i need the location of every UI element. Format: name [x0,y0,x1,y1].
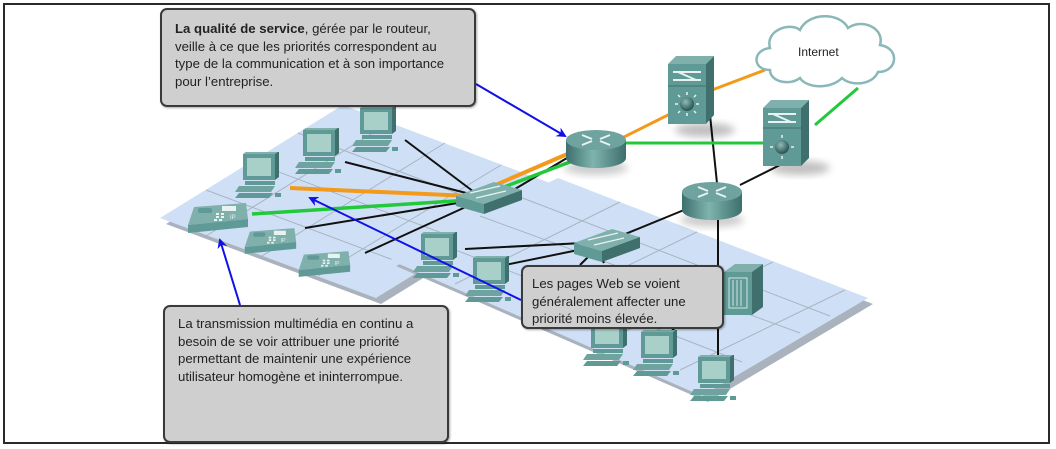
switch-arrows-icon [587,232,625,246]
internet-cloud: Internet [755,15,896,88]
callout-qos-bold: La qualité de service [175,21,305,36]
callout-multimedia: La transmission multimédia en continu a … [163,305,449,443]
multilayer-switch-1 [668,56,735,137]
callout-multimedia-text: La transmission multimédia en continu a … [178,316,414,384]
arrow-multimedia-to-phone [217,238,241,306]
link-corerouter-switch2 [617,209,685,238]
callout-qos-text: , gérée par le routeur, veille à ce que … [175,21,445,89]
link-pc1-switch1 [404,139,479,196]
server [724,264,763,315]
callout-qos: La qualité de service, gérée par le rout… [160,8,476,107]
callout-web-text: Les pages Web se voient généralement aff… [532,276,686,326]
arrow-qos-to-router [475,83,567,138]
link-phone3-switch1 [364,204,471,254]
callout-web: Les pages Web se voient généralement aff… [521,265,724,329]
multilayer-switch-2 [763,100,830,175]
router-arrows-icon [697,186,727,198]
internet-label: Internet [798,45,839,59]
router-arrows-icon [581,134,611,146]
router-qos [564,130,628,175]
link-phone2-switch1 [304,200,471,229]
router-core [680,182,744,227]
callout-arrows [217,83,567,306]
switch-access-1 [456,182,522,214]
link-pc4-switch2 [464,242,584,250]
switch-arrows-icon [768,113,796,123]
multilayer-ball-icon [680,97,694,111]
link-pc2-switch1 [344,161,479,197]
switch-access-2 [574,229,640,262]
multilayer-ball-icon [775,140,789,154]
link-ms1-internet [711,68,766,92]
switch-arrows-icon [469,185,507,199]
switch-arrows-icon [673,71,701,81]
arrow-web-to-pc [308,196,522,301]
link-ms2-internet [814,86,859,127]
link-router-ms1 [617,112,671,142]
